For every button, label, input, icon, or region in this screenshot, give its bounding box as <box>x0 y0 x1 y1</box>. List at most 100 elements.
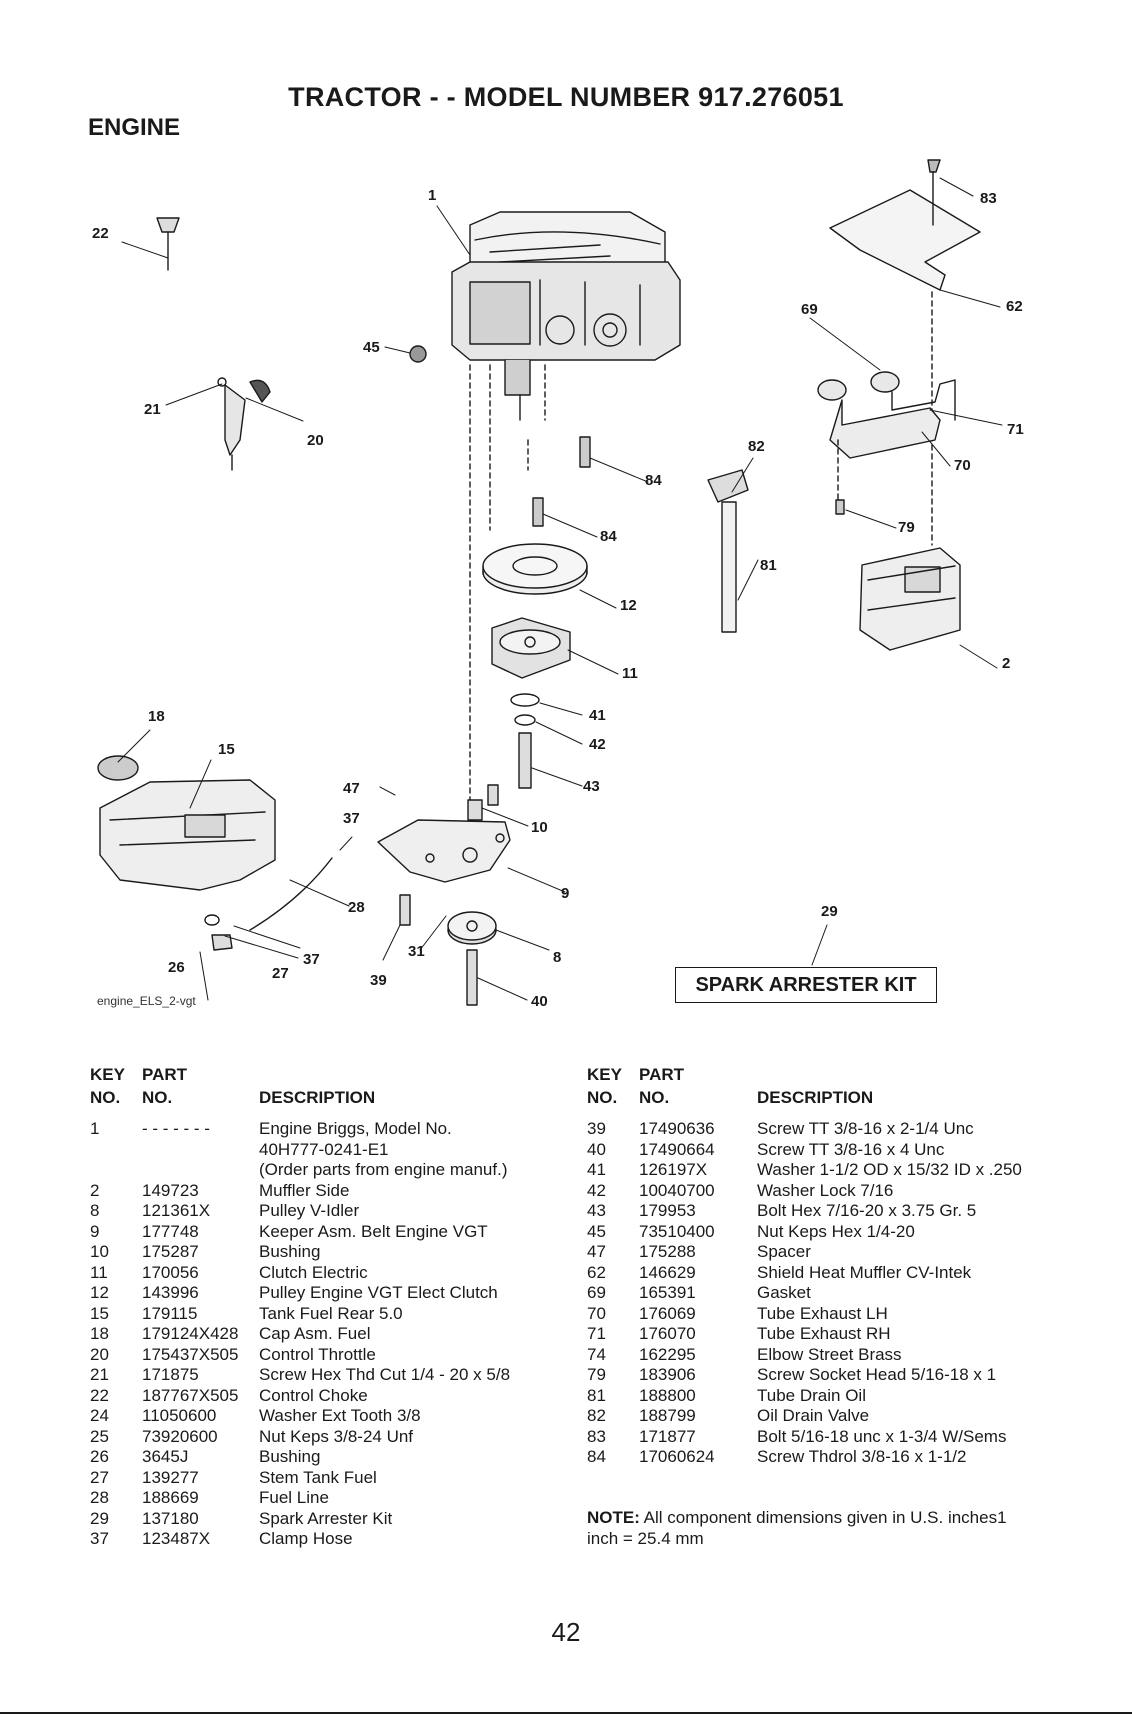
header-key-line2: NO. <box>587 1088 618 1107</box>
part-no-cell: 171875 <box>142 1365 199 1384</box>
part-no-cell: 188669 <box>142 1488 199 1507</box>
stem-27-illustration <box>211 934 233 951</box>
nut-45-illustration <box>409 345 427 363</box>
description-cell: Bolt 5/16-18 unc x 1-3/4 W/Sems <box>757 1426 1007 1446</box>
callout-62: 62 <box>1006 298 1023 315</box>
callout-39: 39 <box>370 972 387 989</box>
callout-29: 29 <box>821 903 838 920</box>
description-cell: Tube Drain Oil <box>757 1385 866 1405</box>
key-no-cell: 74 <box>587 1344 606 1364</box>
part-no-cell: 126197X <box>639 1160 708 1179</box>
section-title: ENGINE <box>88 114 181 141</box>
description-cell: Bolt Hex 7/16-20 x 3.75 Gr. 5 <box>757 1201 977 1220</box>
key-no-cell: 37 <box>90 1529 109 1548</box>
key-no-cell: 83 <box>587 1426 606 1446</box>
idler-pulley-8-illustration <box>447 911 497 945</box>
callout-42: 42 <box>589 736 606 753</box>
header-key-line2: NO. <box>90 1088 121 1107</box>
part-no-cell: 175437X505 <box>142 1344 239 1364</box>
callout-40: 40 <box>531 993 548 1010</box>
part-no-cell: 73920600 <box>142 1426 218 1446</box>
part-no-cell: 146629 <box>639 1262 696 1282</box>
callout-69: 69 <box>801 301 818 318</box>
page-number: 42 <box>551 1617 581 1647</box>
part-no-cell: 179953 <box>639 1201 696 1220</box>
key-no-cell: 82 <box>587 1406 606 1425</box>
description-cell: Clutch Electric <box>259 1262 368 1282</box>
description-cell: Spark Arrester Kit <box>259 1508 393 1528</box>
callout-1: 1 <box>428 187 436 204</box>
note-text: All component dimensions given in U.S. i… <box>587 1508 1007 1548</box>
description-cell: Elbow Street Brass <box>757 1344 902 1364</box>
description-cell: Muffler Side <box>259 1180 350 1200</box>
key-no-cell: 71 <box>587 1324 606 1343</box>
screw-84-illustration <box>532 436 591 527</box>
key-no-cell: 9 <box>90 1221 100 1241</box>
belt-keeper-9-illustration <box>377 819 511 883</box>
part-no-cell: 170056 <box>142 1262 199 1282</box>
description-cell: Fuel Line <box>259 1488 329 1507</box>
callout-11: 11 <box>622 665 638 682</box>
header-part-line1: PART <box>639 1065 685 1084</box>
part-no-cell: 187767X505 <box>142 1385 239 1405</box>
callout-82: 82 <box>748 438 765 455</box>
description-cell: Screw TT 3/8-16 x 4 Unc <box>757 1139 945 1159</box>
description-cell: Oil Drain Valve <box>757 1406 870 1425</box>
callout-79: 79 <box>898 519 915 536</box>
key-no-cell: 21 <box>90 1365 109 1384</box>
description-cell: (Order parts from engine manuf.) <box>259 1160 508 1179</box>
part-no-cell: 162295 <box>639 1344 696 1364</box>
description-cell: Control Throttle <box>259 1344 376 1364</box>
header-key-line1: KEY <box>587 1065 622 1084</box>
callout-45: 45 <box>363 339 380 356</box>
key-no-cell: 42 <box>587 1180 606 1200</box>
description-cell: Clamp Hose <box>259 1529 353 1548</box>
description-cell: Pulley Engine VGT Elect Clutch <box>259 1283 498 1302</box>
callout-81: 81 <box>760 557 777 574</box>
description-cell: Engine Briggs, Model No. <box>259 1119 452 1138</box>
key-no-cell <box>90 1140 142 1161</box>
table-row: 74 162295 Elbow Street Brass <box>587 1345 1057 1366</box>
callout-22: 22 <box>92 225 109 242</box>
description-cell: Screw TT 3/8-16 x 2-1/4 Unc <box>757 1119 974 1138</box>
callout-37-upper: 37 <box>343 810 360 827</box>
callout-28: 28 <box>348 899 365 916</box>
key-no-cell: 62 <box>587 1262 606 1282</box>
description-cell: Washer Ext Tooth 3/8 <box>259 1406 421 1425</box>
part-no-cell: 175288 <box>639 1242 696 1261</box>
muffler-illustration <box>859 547 961 651</box>
key-no-cell: 26 <box>90 1447 109 1466</box>
screw-40-illustration <box>466 949 478 1006</box>
description-cell: Washer Lock 7/16 <box>757 1180 894 1200</box>
parts-table-left: KEY PART NO. NO. DESCRIPTION 1- - - - - … <box>90 1063 559 1550</box>
part-no-cell: 175287 <box>142 1242 199 1261</box>
description-cell: Screw Socket Head 5/16-18 x 1 <box>757 1365 997 1384</box>
page-title: TRACTOR - - MODEL NUMBER 917.276051 <box>288 82 844 112</box>
key-no-cell: 24 <box>90 1406 109 1425</box>
description-cell: Tank Fuel Rear 5.0 <box>259 1303 403 1323</box>
header-part-line1: PART <box>142 1065 188 1084</box>
description-cell: Stem Tank Fuel <box>259 1467 377 1487</box>
key-no-cell: 69 <box>587 1283 606 1302</box>
callout-83: 83 <box>980 190 997 207</box>
note-label: NOTE: <box>587 1508 640 1527</box>
key-no-cell: 39 <box>587 1119 606 1138</box>
